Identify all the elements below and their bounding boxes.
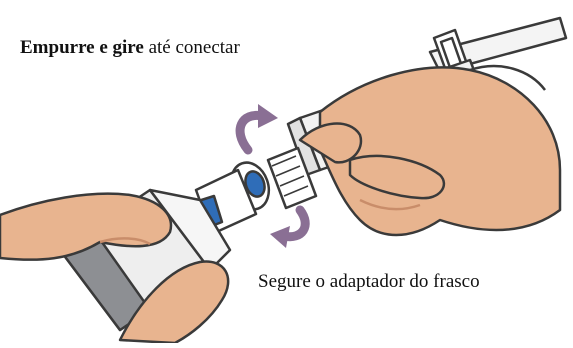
rotate-clockwise-arrow-icon: [270, 205, 310, 248]
push-and-turn-instruction: Empurre e gire até conectar: [20, 36, 240, 60]
left-hand: [0, 192, 230, 345]
push-and-turn-instruction-bold: Empurre e gire: [20, 37, 144, 58]
hold-adapter-instruction: Segure o adaptador do frasco: [258, 271, 480, 292]
rotate-counterclockwise-arrow-icon: [235, 104, 278, 155]
right-hand: [298, 64, 562, 237]
push-and-turn-instruction-rest: até conectar: [143, 37, 240, 58]
